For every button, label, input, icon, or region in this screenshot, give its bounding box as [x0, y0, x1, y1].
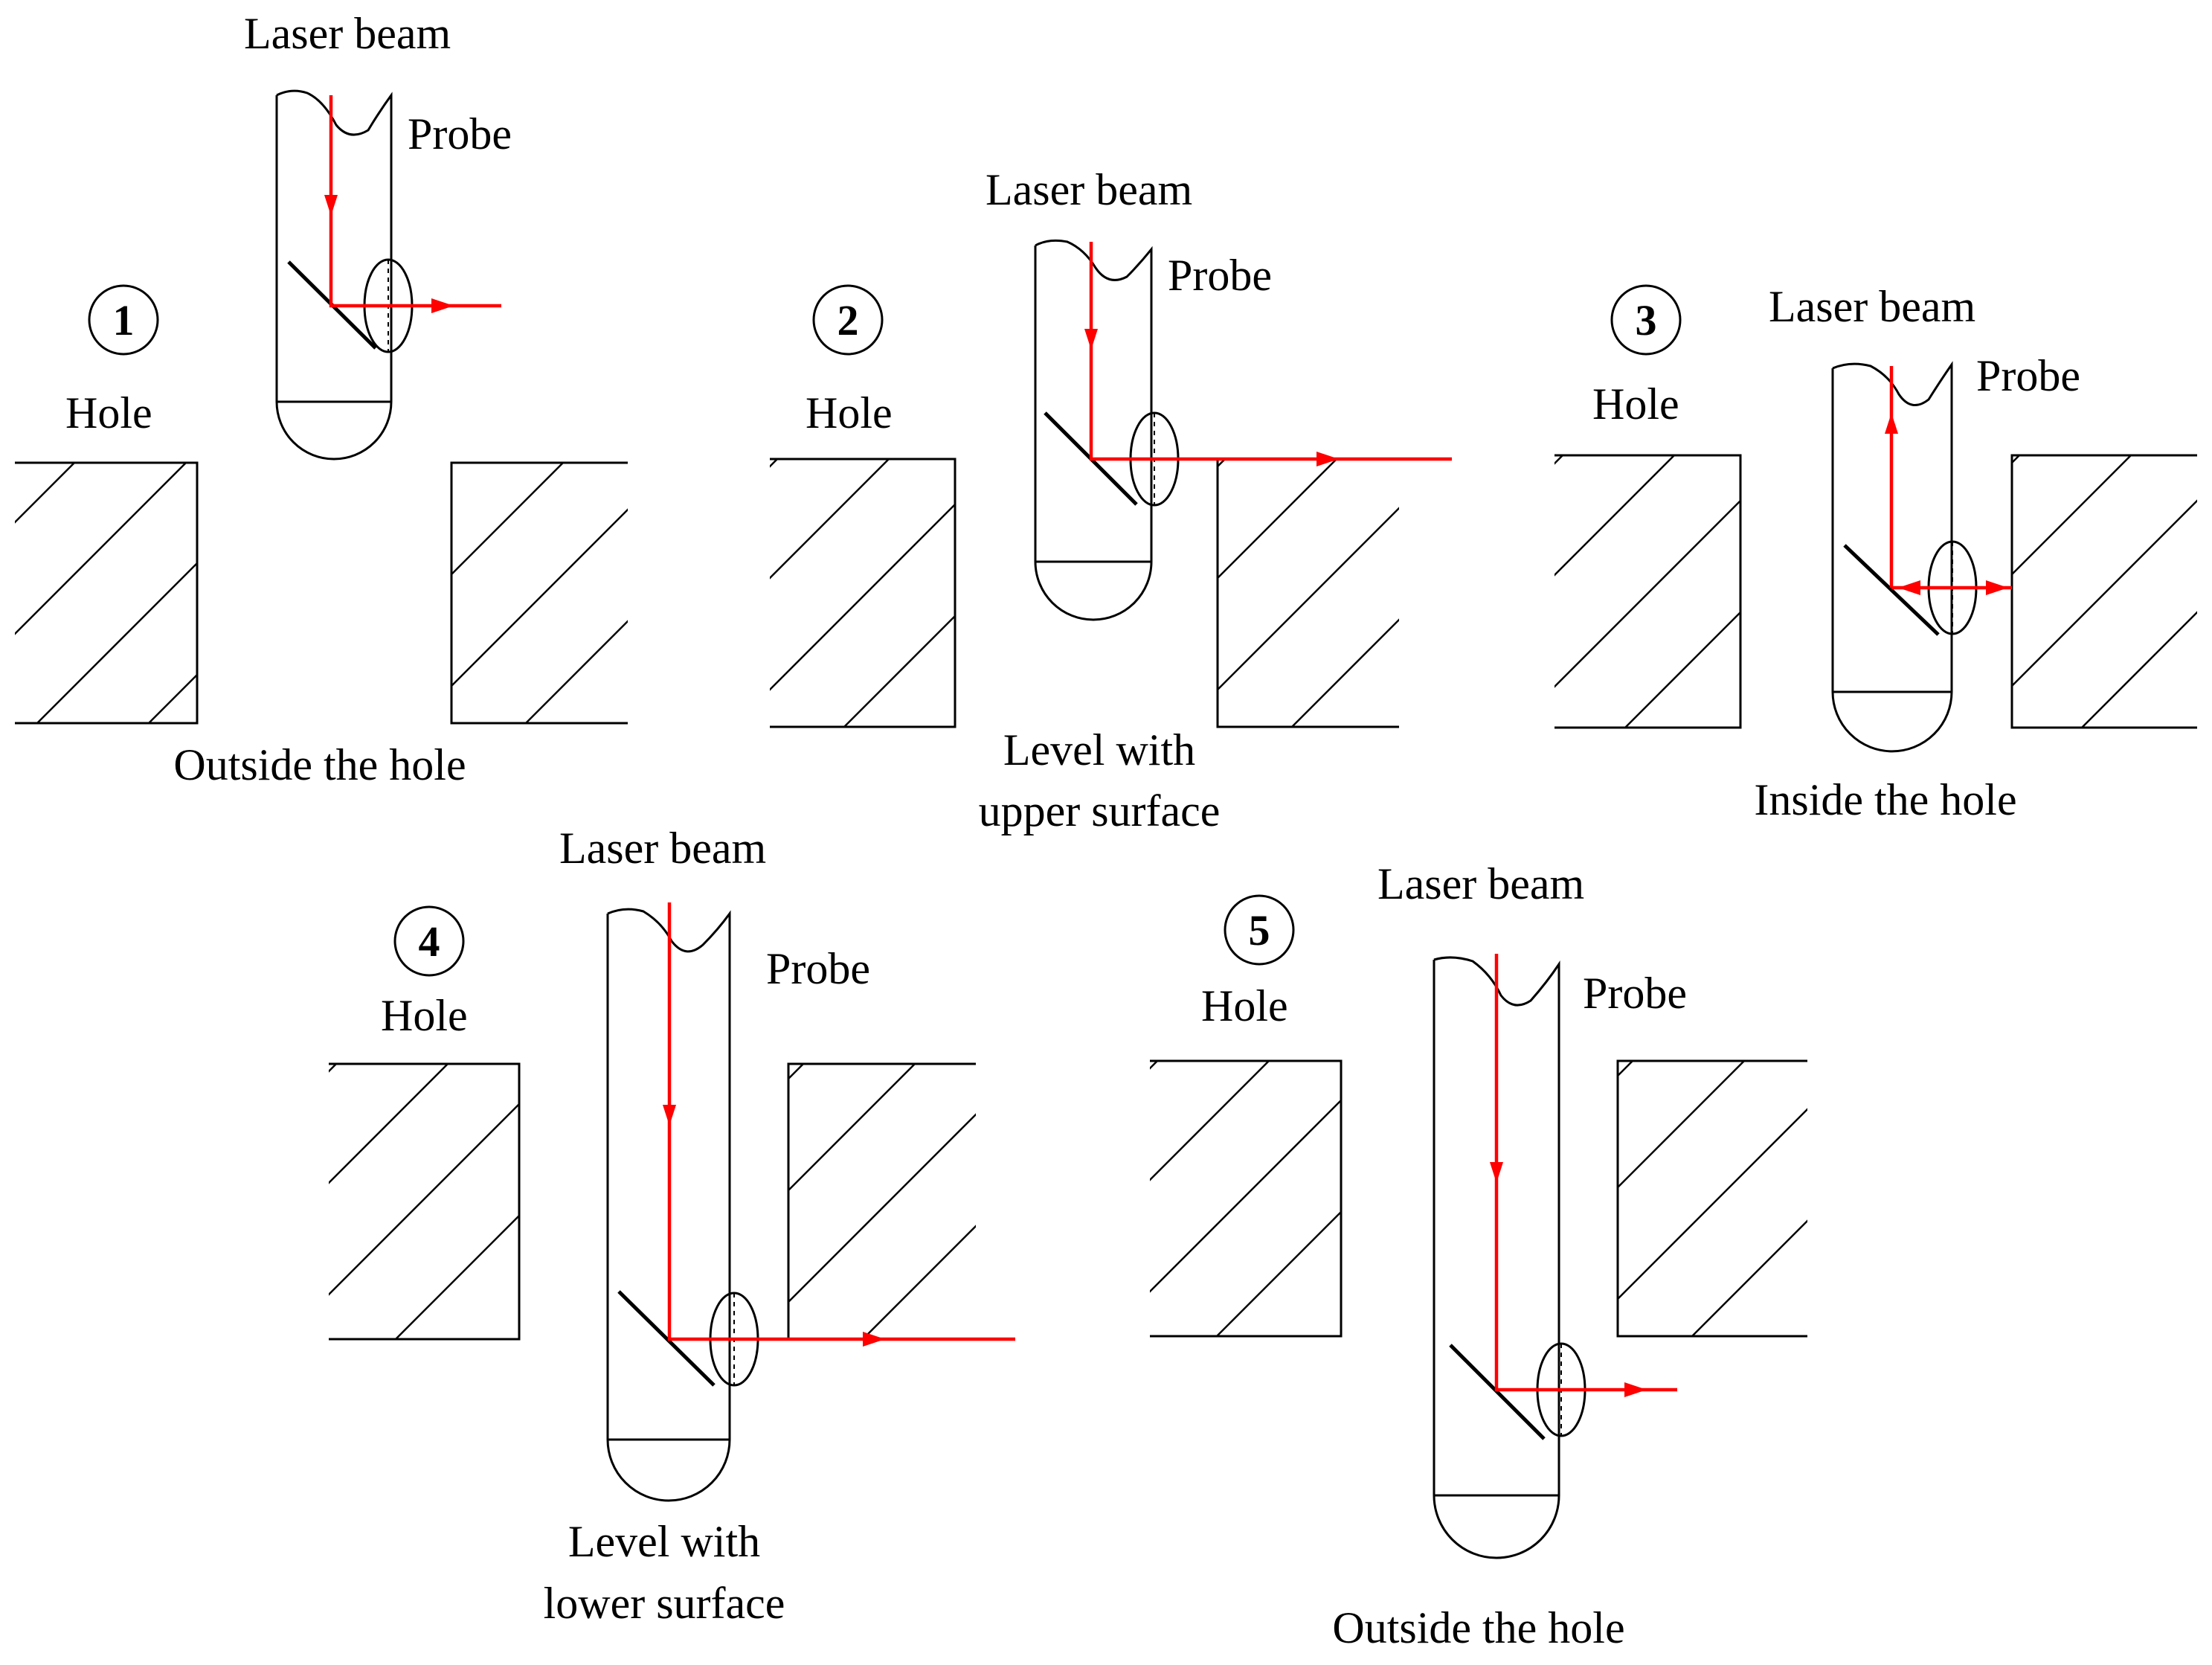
laser-beam-label: Laser beam [559, 824, 766, 873]
panel-number-circle [812, 284, 884, 356]
probe-label: Probe [766, 944, 870, 993]
panel-number: 2 [837, 296, 859, 344]
hole-wall-right [2010, 454, 2197, 729]
hole-wall-left [329, 1062, 521, 1341]
panel-2: 2 Laser beam Probe Hole Level with upper… [770, 165, 1452, 835]
laser-beam-label: Laser beam [1769, 282, 1975, 331]
position-caption: lower surface [544, 1579, 785, 1628]
probe-label: Probe [1583, 969, 1687, 1018]
hole-wall-left [770, 458, 957, 728]
panel-number: 1 [113, 296, 135, 344]
laser-beam [1885, 366, 2012, 595]
panel-3: 3 Laser beam Probe Hole Inside the hole [1554, 282, 2197, 824]
laser-beam [324, 95, 501, 313]
panel-number: 4 [419, 917, 440, 966]
hole-label: Hole [381, 991, 468, 1040]
panel-4: 4 Laser beam Probe Hole Level with lower… [329, 824, 1015, 1628]
hole-label: Hole [65, 388, 152, 437]
position-caption: Level with [1003, 725, 1195, 774]
position-caption: Outside the hole [1332, 1603, 1624, 1652]
laser-beam-label: Laser beam [986, 165, 1192, 214]
hole-wall-right [450, 461, 628, 725]
position-caption: Outside the hole [173, 740, 466, 789]
panel-number-circle [393, 905, 465, 977]
panel-5: 5 Laser beam Probe Hole Outside the hole [1150, 859, 1807, 1652]
laser-beam-label: Laser beam [1377, 859, 1584, 908]
panel-number: 5 [1249, 906, 1270, 955]
laser-beam [1490, 954, 1677, 1397]
laser-beam [1084, 242, 1452, 466]
hole-wall-right [1216, 458, 1399, 728]
hole-wall-right [1616, 1059, 1807, 1338]
laser-beam [663, 902, 1015, 1347]
probe-label: Probe [408, 109, 512, 158]
position-caption: upper surface [979, 786, 1221, 835]
hole-label: Hole [1592, 379, 1679, 429]
position-caption: Inside the hole [1754, 775, 2016, 824]
hole-wall-left [1554, 454, 1742, 729]
probe-label: Probe [1168, 251, 1272, 300]
probe [606, 908, 759, 1502]
panel-1: 1 Laser beam Probe Hole Outside the hole [15, 9, 628, 789]
probe-label: Probe [1976, 351, 2080, 400]
panel-number: 3 [1636, 296, 1657, 344]
panel-number-circle [88, 284, 159, 356]
panel-number-circle [1224, 894, 1295, 966]
laser-beam-label: Laser beam [244, 9, 451, 58]
position-caption: Level with [568, 1517, 760, 1566]
hole-label: Hole [1201, 981, 1288, 1030]
probe [275, 89, 414, 461]
hole-label: Hole [806, 388, 893, 437]
hole-wall-left [1150, 1059, 1343, 1338]
panel-number-circle [1610, 284, 1682, 356]
hole-wall-right [787, 1062, 976, 1341]
hole-wall-left [15, 461, 199, 725]
probe [1831, 361, 1978, 753]
probe [1433, 956, 1586, 1559]
probe [1034, 239, 1180, 621]
